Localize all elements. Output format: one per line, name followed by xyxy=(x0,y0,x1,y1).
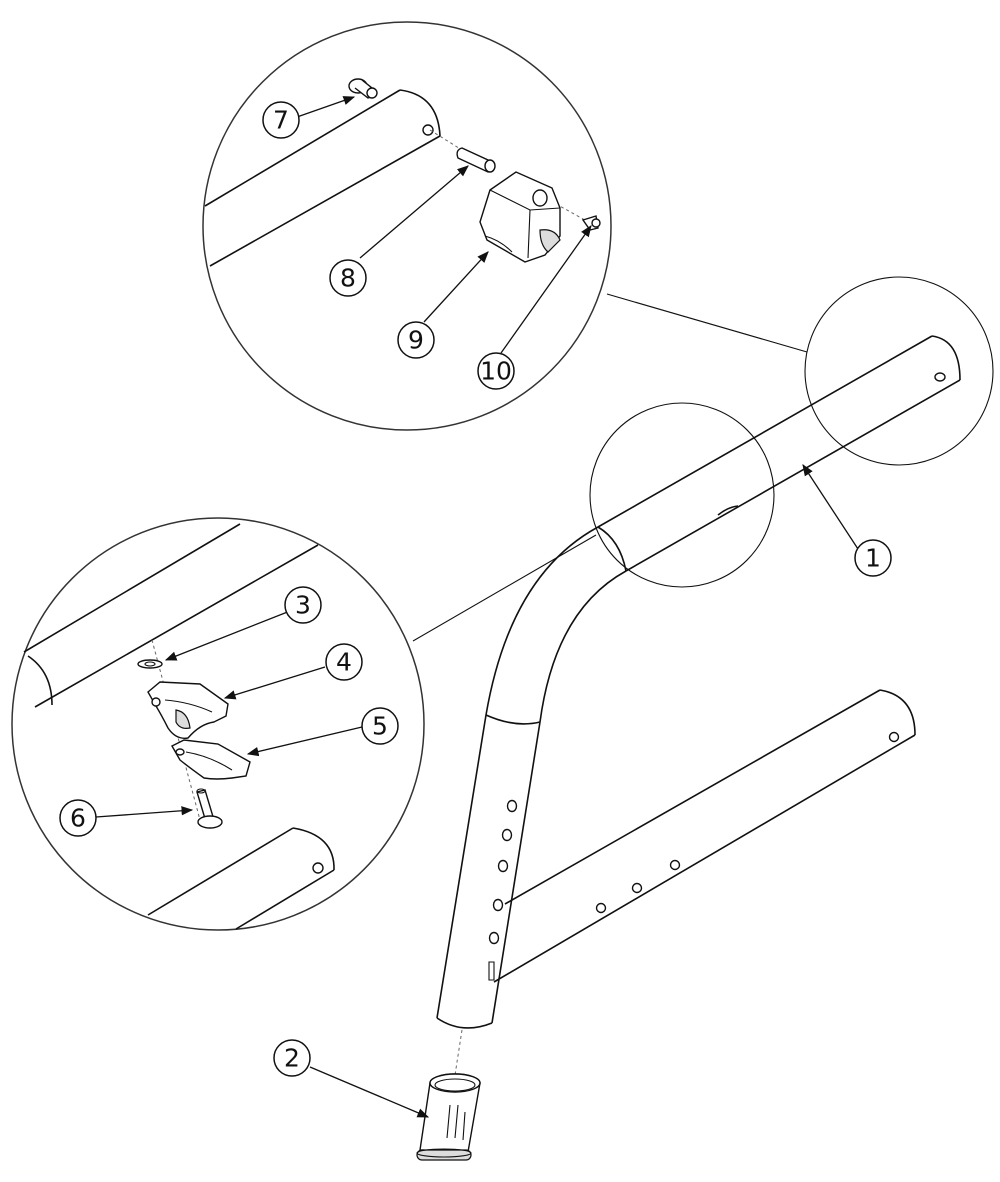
callout-7: 7 xyxy=(263,102,299,138)
clamp-block-part-9 xyxy=(480,172,560,262)
rivet-part-7 xyxy=(349,79,377,98)
svg-text:10: 10 xyxy=(480,357,512,386)
callout-4: 4 xyxy=(326,644,362,680)
screw-part-10 xyxy=(583,216,600,230)
callout-8: 8 xyxy=(330,260,366,296)
svg-text:5: 5 xyxy=(372,712,388,741)
bolt-part-6 xyxy=(197,789,222,828)
tube-end-cap xyxy=(417,1030,480,1160)
svg-text:3: 3 xyxy=(295,591,311,620)
callout-9: 9 xyxy=(398,322,434,358)
svg-text:7: 7 xyxy=(273,106,289,135)
callout-1: 1 xyxy=(855,540,891,576)
callout-3: 3 xyxy=(285,587,321,623)
svg-text:2: 2 xyxy=(284,1044,300,1073)
svg-text:1: 1 xyxy=(865,544,881,573)
lower-clamp-part-5 xyxy=(172,740,250,779)
callout-6: 6 xyxy=(60,800,96,836)
callout-5: 5 xyxy=(362,708,398,744)
washer-part-3 xyxy=(138,660,162,668)
pin-part-8 xyxy=(457,148,495,172)
upper-clamp-part-4 xyxy=(148,682,228,738)
leader-lines xyxy=(96,96,858,1117)
svg-text:8: 8 xyxy=(340,264,356,293)
svg-text:9: 9 xyxy=(408,326,424,355)
callout-2: 2 xyxy=(274,1040,310,1076)
detail-circles xyxy=(12,22,993,930)
svg-text:6: 6 xyxy=(70,804,86,833)
main-frame-tube xyxy=(437,336,960,1028)
left-detail-view xyxy=(24,524,334,929)
top-detail-view xyxy=(205,79,600,266)
side-rail-tube xyxy=(494,690,915,982)
svg-text:4: 4 xyxy=(336,648,352,677)
callout-10: 10 xyxy=(478,353,514,389)
